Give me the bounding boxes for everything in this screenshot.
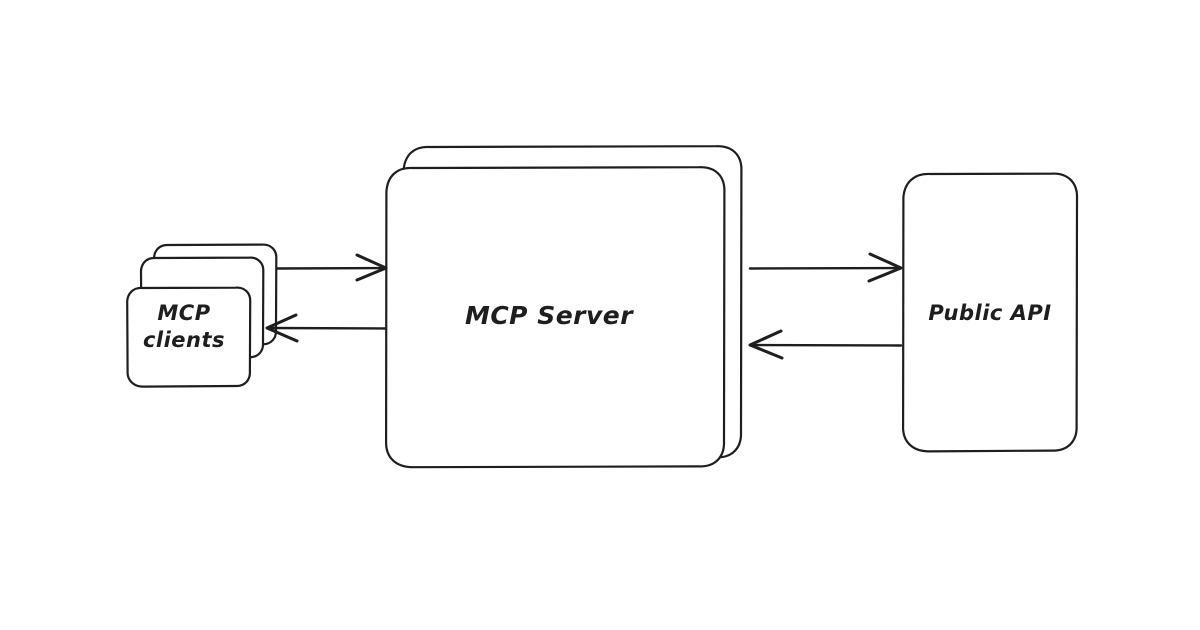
edge-server-to-api[interactable] bbox=[748, 252, 903, 283]
edge-api-to-server[interactable] bbox=[748, 329, 903, 360]
node-mcp-clients[interactable] bbox=[126, 243, 278, 388]
mcp-clients-layer-front bbox=[126, 286, 252, 388]
edge-server-to-api-arrowhead bbox=[867, 252, 903, 283]
node-mcp-server[interactable] bbox=[384, 145, 743, 469]
edge-api-to-server-line bbox=[748, 343, 903, 347]
edge-clients-to-server-line bbox=[275, 266, 388, 270]
edge-server-to-clients-arrowhead bbox=[265, 313, 299, 343]
edge-api-to-server-arrowhead bbox=[748, 329, 784, 360]
edge-clients-to-server-arrowhead bbox=[355, 253, 388, 282]
edge-clients-to-server[interactable] bbox=[275, 253, 388, 282]
public-api-box bbox=[901, 172, 1079, 453]
edge-server-to-api-line bbox=[748, 266, 903, 270]
edge-server-to-clients-line bbox=[265, 326, 388, 330]
edge-server-to-clients[interactable] bbox=[265, 313, 388, 343]
mcp-server-layer-front bbox=[384, 166, 726, 469]
node-public-api[interactable] bbox=[901, 172, 1079, 453]
